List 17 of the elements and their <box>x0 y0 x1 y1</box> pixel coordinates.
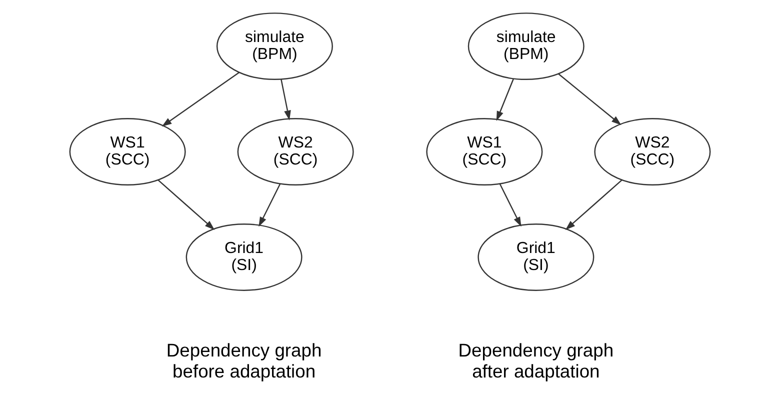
arrow <box>258 184 280 227</box>
node-ellipse: Grid1 (SI) <box>185 224 302 291</box>
arrow <box>557 73 621 126</box>
arrow <box>496 78 514 121</box>
node-ellipse: simulate (BPM) <box>216 12 332 80</box>
arrow <box>161 72 239 127</box>
node-ellipse: WS2 (SCC) <box>236 118 354 186</box>
label: Dependency graph before adaptation <box>166 340 322 382</box>
arrow <box>498 184 521 227</box>
node-ellipse: WS2 (SCC) <box>594 118 710 186</box>
label: Dependency graph after adaptation <box>458 340 614 382</box>
arrow <box>157 180 214 230</box>
arrow <box>564 180 622 230</box>
arrow <box>280 79 290 120</box>
node-ellipse: WS1 (SCC) <box>426 118 542 186</box>
node-ellipse: Grid1 (SI) <box>477 224 594 291</box>
node-ellipse: simulate (BPM) <box>467 12 584 80</box>
